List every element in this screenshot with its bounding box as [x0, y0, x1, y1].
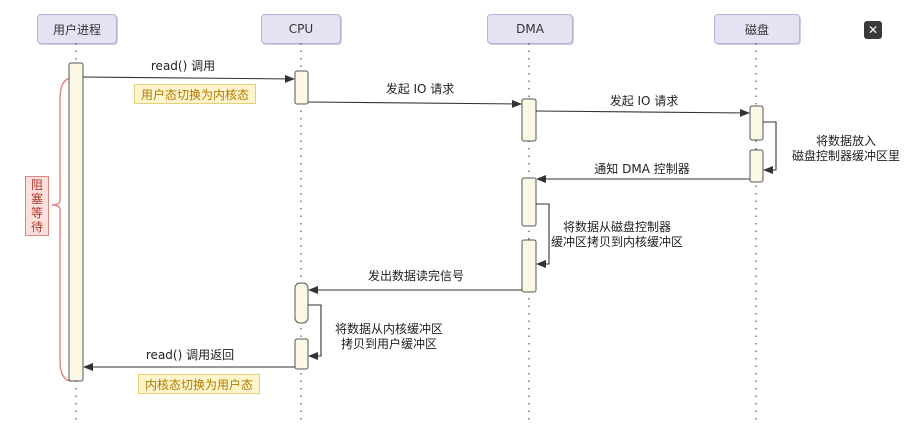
self-arrow-cpu [308, 304, 322, 360]
activation-user-process [68, 62, 84, 382]
activation-dma-2 [521, 177, 537, 227]
arrow-read-call [82, 74, 295, 83]
activation-disk-2 [749, 149, 764, 183]
label-cpu-copy-1: 将数据从内核缓冲区 [335, 321, 443, 336]
label-read-call: read() 调用 [151, 59, 215, 73]
label-dma-copy-2: 缓冲区拷贝到内核缓冲区 [551, 234, 683, 249]
label-io-request-1: 发起 IO 请求 [386, 81, 455, 96]
label-dma-copy-1: 将数据从磁盘控制器 [563, 219, 671, 234]
blocked-char: 等 [30, 206, 43, 220]
participant-disk: 磁盘 [714, 14, 800, 44]
blocked-char: 待 [30, 220, 43, 234]
arrow-io-request-1 [307, 99, 522, 108]
blocked-char: 阻 [30, 178, 43, 192]
label-io-request-2: 发起 IO 请求 [610, 93, 679, 108]
self-arrow-dma [536, 203, 550, 268]
label-notify-dma: 通知 DMA 控制器 [594, 162, 689, 176]
label-read-return: read() 调用返回 [146, 348, 234, 362]
label-disk-buffer-2: 磁盘控制器缓冲区里 [792, 148, 900, 163]
self-arrow-disk [763, 121, 777, 174]
activation-disk-1 [749, 105, 764, 141]
activation-cpu-3 [294, 338, 309, 370]
activation-cpu-1 [294, 70, 309, 105]
blocked-bracket [51, 77, 73, 382]
activation-dma-3 [521, 239, 537, 293]
close-icon[interactable]: ✕ [864, 21, 882, 39]
note-switch-user: 内核态切换为用户态 [138, 374, 261, 394]
note-switch-kernel: 用户态切换为内核态 [134, 84, 257, 104]
blocked-char: 塞 [30, 192, 43, 206]
label-disk-buffer-1: 将数据放入 [816, 133, 876, 148]
activation-cpu-2 [294, 282, 309, 324]
arrow-io-request-2 [535, 108, 750, 117]
note-blocked: 阻 塞 等 待 [25, 176, 49, 236]
label-cpu-copy-2: 拷贝到用户缓冲区 [341, 336, 437, 351]
participant-user-process: 用户进程 [37, 14, 117, 44]
participant-dma: DMA [487, 14, 573, 44]
label-data-ready: 发出数据读完信号 [368, 268, 464, 283]
activation-dma-1 [521, 98, 537, 142]
